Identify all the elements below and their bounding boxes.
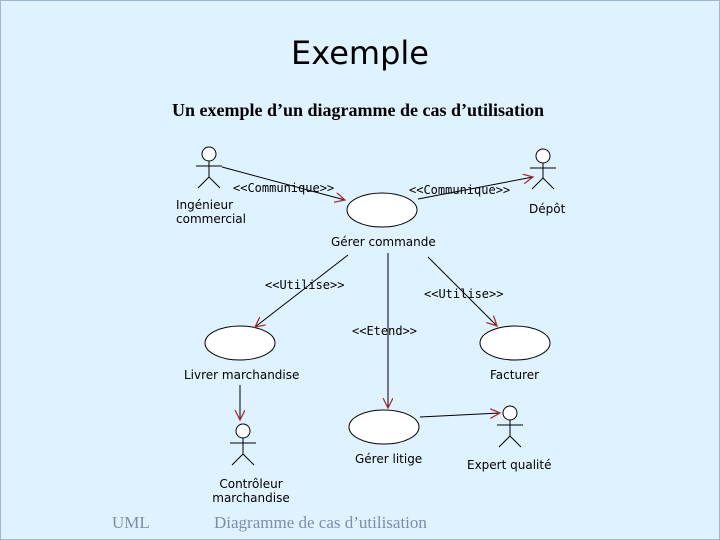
footer-uml-link[interactable]: UML <box>112 513 150 532</box>
stereotype-communique-left: <<Communique>> <box>233 181 335 195</box>
link-ingenieur-to-gerer-commande <box>221 166 345 200</box>
actor-controleur-label: Contrôleur marchandise <box>196 477 306 505</box>
stereotype-etend: <<Etend>> <box>352 324 418 338</box>
stereotype-utilise-right: <<Utilise>> <box>424 287 504 301</box>
use-case-facturer <box>479 325 551 361</box>
link-gerer-commande-to-livrer <box>255 254 349 327</box>
stereotype-utilise-left: <<Utilise>> <box>265 278 345 292</box>
use-case-facturer-label: Facturer <box>490 368 540 382</box>
use-case-gerer-litige-label: Gérer litige <box>355 452 423 466</box>
stereotype-communique-right: <<Communique>> <box>409 183 511 197</box>
footer-diagram-link[interactable]: Diagramme de cas d’utilisation <box>214 513 427 532</box>
use-case-gerer-commande-label: Gérer commande <box>331 235 436 249</box>
use-case-livrer-marchandise <box>204 325 276 361</box>
actor-controleur-figure <box>230 423 256 466</box>
actor-controleur-label-text: Contrôleur marchandise <box>212 477 290 505</box>
actor-depot-label: Dépôt <box>529 202 566 216</box>
link-gerer-commande-to-facturer <box>427 256 497 326</box>
actor-depot-figure <box>530 148 556 190</box>
actor-ingenieur-label-text: Ingénieur commercial <box>176 198 246 226</box>
link-gerer-commande-to-depot <box>417 177 533 200</box>
diagram-subtitle: Un exemple d’un diagramme de cas d’utili… <box>171 100 544 120</box>
actor-expert-label: Expert qualité <box>467 458 552 472</box>
actor-ingenieur-figure <box>196 146 222 189</box>
slide-title: Exemple <box>291 34 429 72</box>
actor-ingenieur-label: Ingénieur commercial <box>176 198 246 226</box>
link-gerer-litige-to-expert <box>419 413 500 417</box>
use-case-gerer-commande <box>346 192 418 228</box>
actor-expert-figure <box>497 405 523 448</box>
use-case-gerer-litige <box>348 409 420 445</box>
use-case-livrer-label: Livrer marchandise <box>184 368 300 382</box>
